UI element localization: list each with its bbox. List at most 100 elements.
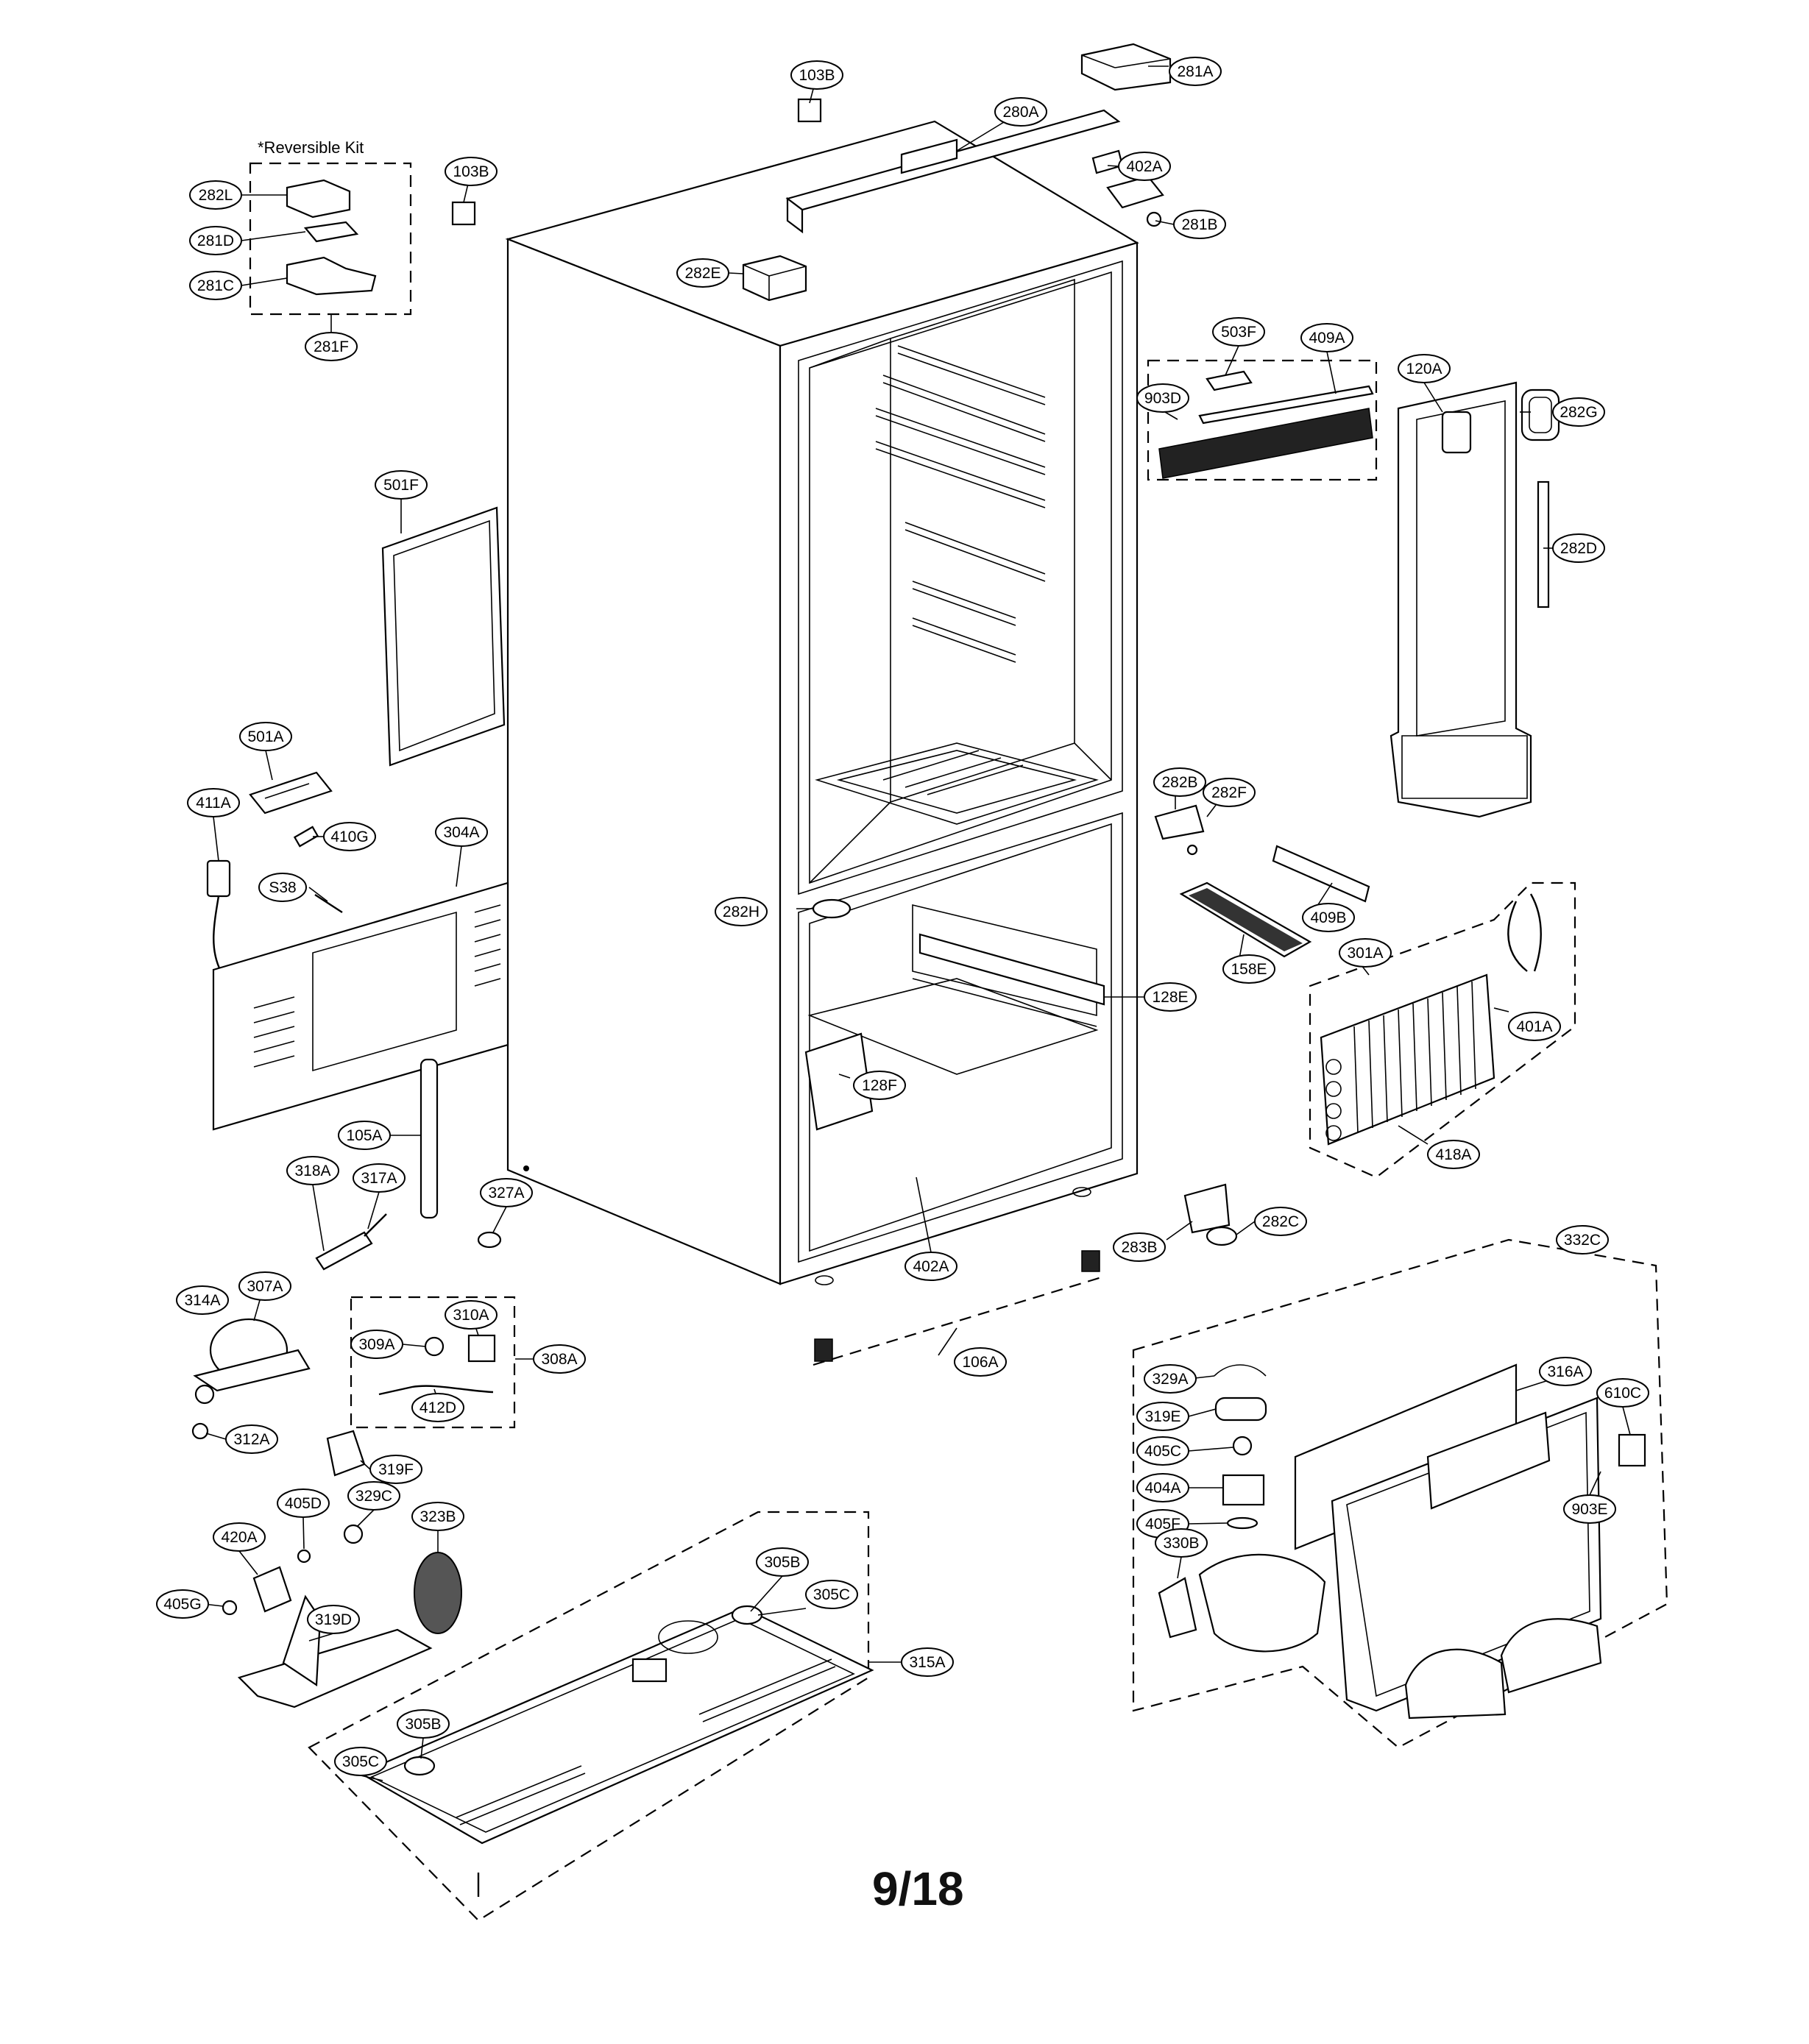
callout-label-310a: 310A — [453, 1307, 489, 1324]
callout-label-281a: 281A — [1177, 63, 1213, 80]
reversible-kit-title: *Reversible Kit — [258, 138, 364, 157]
bracket-part — [326, 1430, 366, 1477]
callout-label-404a: 404A — [1144, 1480, 1180, 1497]
callout-305b-bottom: 305B — [397, 1709, 450, 1739]
callout-label-410g: 410G — [330, 828, 368, 845]
callout-label-282f: 282F — [1211, 784, 1247, 801]
callout-label-405d: 405D — [285, 1495, 322, 1512]
callout-label-318a: 318A — [294, 1163, 330, 1179]
callout-281d: 281D — [189, 226, 242, 255]
callout-280a: 280A — [994, 97, 1047, 127]
leveling-leg-parts — [814, 1250, 1100, 1362]
callout-301a: 301A — [1339, 938, 1392, 968]
top-hinge-cover-part — [785, 109, 1121, 234]
callout-282b: 282B — [1153, 767, 1206, 797]
upper-hinge-cover-part — [1080, 43, 1172, 91]
evaporator-group — [1309, 881, 1576, 1179]
callout-label-281d: 281D — [197, 233, 234, 249]
callout-282f: 282F — [1203, 778, 1256, 807]
callout-128e: 128E — [1144, 982, 1197, 1012]
callout-106a: 106A — [954, 1347, 1007, 1377]
callout-312a: 312A — [225, 1424, 278, 1454]
callout-label-315a: 315A — [909, 1654, 945, 1671]
callout-label-501f: 501F — [383, 477, 419, 494]
callout-label-304a: 304A — [443, 824, 479, 841]
callout-329c: 329C — [347, 1481, 400, 1511]
callout-501f: 501F — [375, 470, 428, 500]
callout-281b: 281B — [1173, 210, 1226, 239]
callout-label-409a: 409A — [1309, 330, 1345, 347]
callout-305b-top: 305B — [756, 1547, 809, 1577]
callout-315a: 315A — [901, 1647, 954, 1677]
callout-label-503f: 503F — [1221, 324, 1256, 341]
power-cord-part — [206, 859, 231, 972]
page-number: 9/18 — [872, 1862, 964, 1915]
callout-label-314a: 314A — [184, 1292, 220, 1309]
callout-label-329c: 329C — [355, 1488, 392, 1505]
callout-label-903e: 903E — [1571, 1501, 1607, 1518]
callout-318a: 318A — [286, 1156, 339, 1185]
callout-327a: 327A — [480, 1178, 533, 1207]
middle-hinge-part — [1154, 804, 1205, 856]
callout-s38: S38 — [258, 873, 307, 902]
callout-281c: 281C — [189, 271, 242, 300]
callout-283b: 283B — [1113, 1232, 1166, 1262]
callout-label-501a: 501A — [247, 728, 283, 745]
ice-duct-cover-part — [1390, 381, 1532, 818]
callout-label-282c: 282C — [1262, 1213, 1299, 1230]
callout-label-282l: 282L — [199, 187, 233, 204]
callout-label-158e: 158E — [1231, 961, 1267, 978]
callout-308a: 308A — [533, 1344, 586, 1374]
callout-332c: 332C — [1556, 1225, 1609, 1255]
callout-label-330b: 330B — [1163, 1535, 1199, 1552]
seal-strip-part — [1537, 480, 1550, 608]
callout-label-405g: 405G — [163, 1596, 201, 1613]
callout-304a: 304A — [435, 817, 488, 847]
callout-label-307a: 307A — [247, 1278, 283, 1295]
callout-418a: 418A — [1427, 1140, 1480, 1169]
callout-282l: 282L — [189, 180, 242, 210]
callout-105a: 105A — [338, 1121, 391, 1150]
callout-label-305b-bottom: 305B — [405, 1716, 441, 1733]
callout-405d: 405D — [277, 1488, 330, 1518]
callout-label-281c: 281C — [197, 277, 234, 294]
callout-305c-bottom: 305C — [334, 1747, 387, 1776]
callout-label-280a: 280A — [1002, 104, 1038, 121]
callout-411a: 411A — [187, 788, 240, 817]
callout-282c: 282C — [1254, 1207, 1307, 1236]
callout-label-319f: 319F — [378, 1461, 414, 1478]
hinge-cap-part — [742, 255, 807, 302]
callout-404a: 404A — [1136, 1473, 1189, 1502]
callout-label-103b-left: 103B — [453, 163, 489, 180]
callout-label-329a: 329A — [1152, 1371, 1188, 1388]
main-pcb-part — [249, 771, 333, 815]
callout-503f: 503F — [1212, 317, 1265, 347]
evaporator-fan-cover-group — [1132, 1238, 1668, 1749]
callout-329a: 329A — [1144, 1364, 1197, 1394]
callout-305c-top: 305C — [805, 1580, 858, 1609]
rear-machine-cover-part — [212, 881, 509, 1131]
callout-label-282b: 282B — [1161, 774, 1197, 791]
led-lamp-assembly-part — [1147, 359, 1378, 481]
condenser-part — [414, 1552, 462, 1634]
callout-label-308a: 308A — [541, 1351, 577, 1368]
drawer-guide-part — [804, 1032, 874, 1131]
shelf-bracket-part — [1272, 845, 1370, 903]
callout-label-411a: 411A — [196, 795, 231, 812]
callout-label-903d: 903D — [1144, 390, 1181, 407]
callout-330b: 330B — [1155, 1528, 1208, 1558]
callout-402a-top: 402A — [1118, 152, 1171, 181]
callout-282g: 282G — [1552, 397, 1605, 427]
callout-label-120a: 120A — [1406, 361, 1442, 377]
callout-label-305c-bottom: 305C — [342, 1753, 379, 1770]
callout-319d: 319D — [307, 1605, 360, 1634]
callout-label-317a: 317A — [361, 1170, 397, 1187]
callout-label-282g: 282G — [1560, 404, 1597, 421]
callout-label-128e: 128E — [1152, 989, 1188, 1006]
callout-401a: 401A — [1508, 1012, 1561, 1041]
callout-label-405f: 405F — [1145, 1516, 1180, 1533]
callout-282h: 282H — [715, 897, 768, 926]
fuse-and-screw-parts — [293, 826, 343, 914]
callout-label-s38: S38 — [269, 879, 296, 896]
